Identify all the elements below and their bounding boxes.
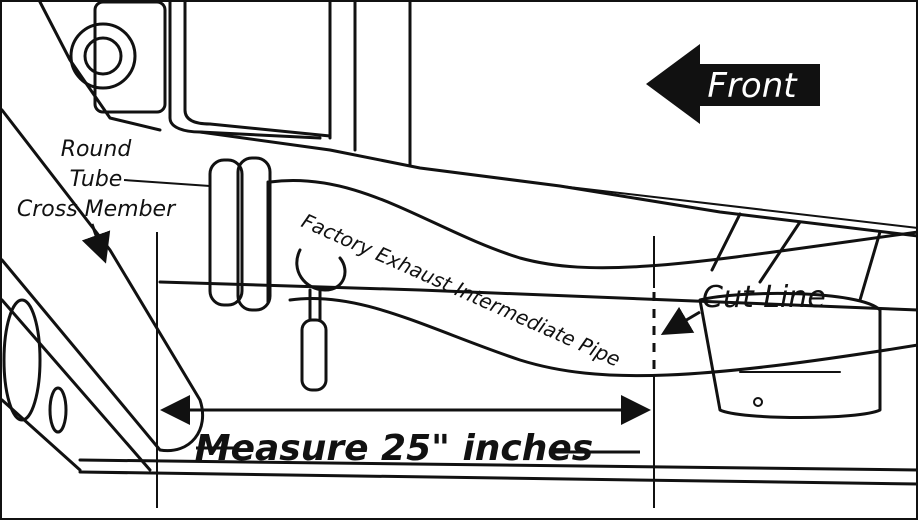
vehicle-underbody: [78, 0, 918, 486]
cross-member-leader-line: [123, 179, 211, 187]
cross-member-label-line3: Cross Member: [17, 197, 177, 222]
cut-line-label: Cut Line: [702, 280, 826, 315]
cross-member-label-line2: Tube: [70, 167, 123, 192]
front-arrow: Front: [646, 44, 820, 124]
bolt-bracket: [38, 0, 167, 132]
cross-member-callout: Round Tube Cross Member: [17, 137, 211, 264]
cut-line-arrow: [660, 306, 701, 336]
cross-member-arrow: [81, 223, 111, 264]
measure-label: Measure 25" inches: [195, 428, 593, 469]
exhaust-pipe: [208, 156, 918, 419]
cross-member-label-line1: Round: [61, 137, 133, 162]
measurement-callout: Measure 25" inches: [156, 232, 651, 508]
cut-line-callout: Cut Line: [652, 236, 826, 508]
front-label: Front: [707, 66, 798, 106]
round-tube-cross-member: [0, 108, 205, 472]
